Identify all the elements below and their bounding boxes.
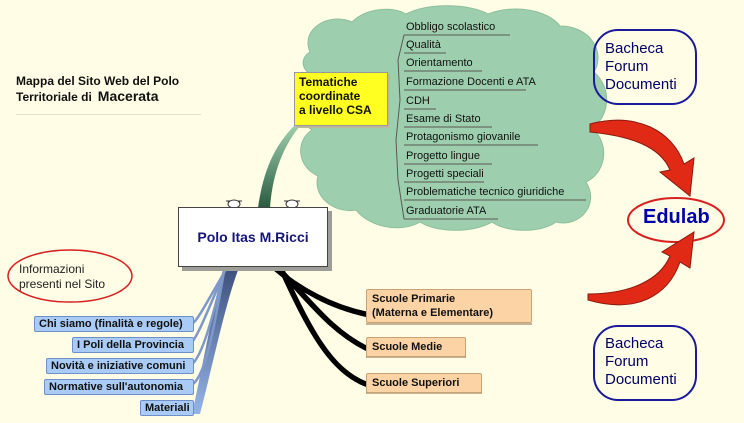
topic-link-graduatorie-ata[interactable]: Graduatorie ATA [406,205,487,217]
bacheca-top-line2: Forum [605,58,649,75]
topic-link-progetto-lingue[interactable]: Progetto lingue [406,150,480,162]
info-label-outline [7,249,133,303]
site-title-line1: Mappa del Sito Web del Polo [16,74,180,88]
site-title: Mappa del Sito Web del Polo Territoriale… [16,74,256,105]
topic-link-obbligo-scolastico[interactable]: Obbligo scolastico [406,21,496,33]
branch-to-info [192,265,240,414]
edulab-outline [627,197,725,243]
info-link-normative[interactable]: Normative sull'autonomia [44,379,194,395]
info-label-line2: presenti nel Sito [19,277,106,291]
info-label-line1: Informazioni [19,262,85,276]
topic-link-formazione[interactable]: Formazione Docenti e ATA [406,76,536,88]
topic-link-protagonismo[interactable]: Protagonismo giovanile [406,131,521,143]
school-primarie-line2: (Materna e Elementare) [372,307,494,319]
bacheca-bottom-line2: Forum [605,353,649,370]
info-link-materiali[interactable]: Materiali [140,400,194,416]
bacheca-forum-documenti-bottom[interactable]: Bacheca Forum Documenti [605,335,677,389]
bacheca-top-outline [593,29,697,105]
bacheca-bottom-line1: Bacheca [605,335,664,352]
topic-link-cdh[interactable]: CDH [406,95,430,107]
branch-to-csa [258,126,300,208]
school-medie-label: Scuole Medie [372,341,443,353]
school-primarie-line1: Scuole Primarie [372,293,456,305]
bacheca-bottom-line3: Documenti [605,371,677,388]
topic-link-progetti-speciali[interactable]: Progetti speciali [406,168,484,180]
topic-link-orientamento[interactable]: Orientamento [406,57,473,69]
info-label: Informazioni presenti nel Sito [19,262,105,292]
topic-link-problematiche[interactable]: Problematiche tecnico giuridiche [406,186,565,198]
info-link-novita[interactable]: Novità e iniziative comuni [46,358,194,374]
site-title-line2: Territoriale di [16,90,92,104]
school-superiori-label: Scuole Superiori [372,377,460,389]
topic-link-qualita[interactable]: Qualità [406,39,441,51]
school-link-medie[interactable]: Scuole Medie [366,337,466,357]
csa-node-line2: coordinate [299,89,361,103]
bacheca-bottom-outline [593,325,697,401]
topics-cloud [296,5,608,231]
info-link-poli[interactable]: I Poli della Provincia [72,337,194,353]
bacheca-top-line3: Documenti [605,76,677,93]
edulab-link[interactable]: Edulab [643,206,710,228]
csa-node[interactable]: Tematiche coordinate a livello CSA [294,72,388,126]
school-link-primarie[interactable]: Scuole Primarie (Materna e Elementare) [366,289,532,323]
center-node[interactable]: Polo Itas M.Ricci [178,207,328,267]
center-node-label: Polo Itas M.Ricci [197,229,309,245]
csa-node-line3: a livello CSA [299,103,372,117]
site-title-city: Macerata [97,88,159,104]
bacheca-forum-documenti-top[interactable]: Bacheca Forum Documenti [605,40,677,94]
arrow-icon [589,119,695,197]
title-divider [16,114,201,115]
school-link-superiori[interactable]: Scuole Superiori [366,373,482,393]
topic-link-esame-di-stato[interactable]: Esame di Stato [406,113,481,125]
arrow-icon [587,231,695,306]
bacheca-top-line1: Bacheca [605,40,664,57]
info-link-chi-siamo[interactable]: Chi siamo (finalità e regole) [34,316,194,332]
csa-node-line1: Tematiche [299,75,358,89]
